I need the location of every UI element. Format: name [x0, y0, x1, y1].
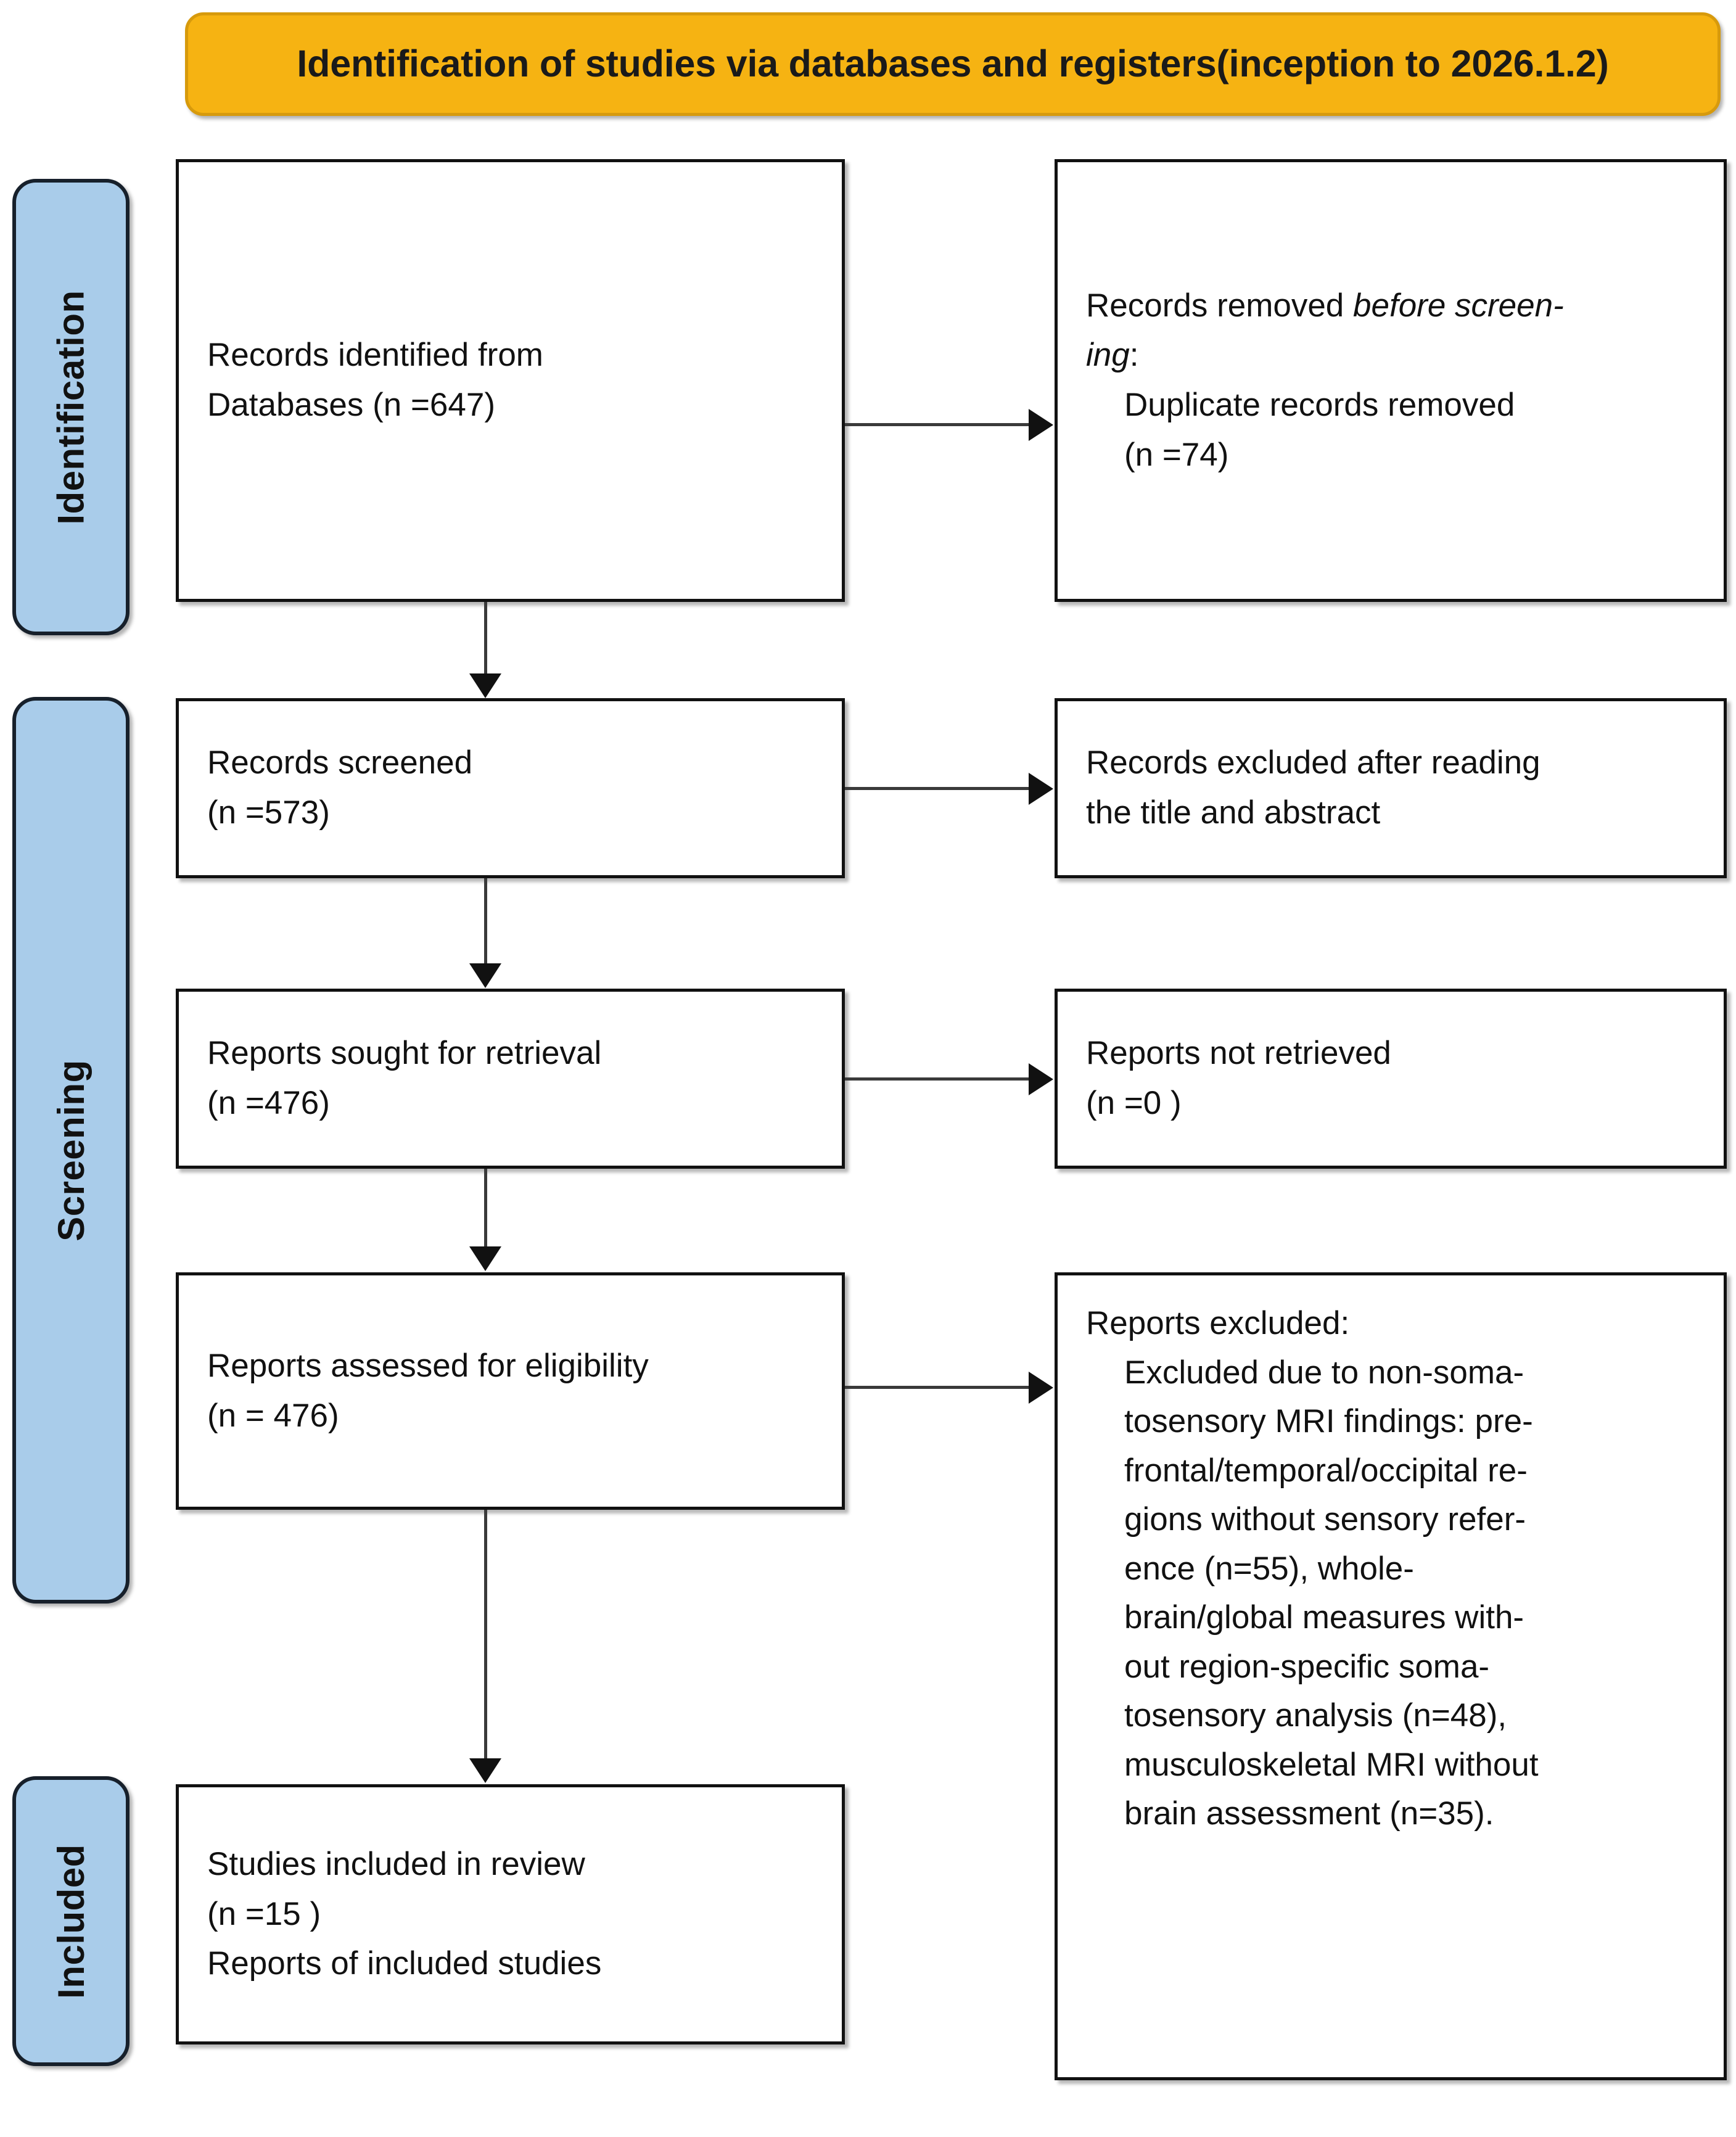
box-reports-excluded-line11: brain assessment (n=35). [1124, 1795, 1494, 1832]
diagram-header-banner: Identification of studies via databases … [185, 12, 1721, 116]
box-reports-sought-line1: Reports sought for retrieval [207, 1035, 602, 1072]
box-reports-assessed: Reports assessed for eligibility (n = 47… [176, 1272, 845, 1510]
box-studies-included-line3: Reports of included studies [207, 1945, 602, 1982]
box-records-removed-line1-prefix: Records removed [1086, 287, 1354, 324]
arrowhead-sought-to-not-retrieved [1029, 1063, 1053, 1095]
box-reports-not-retrieved-line2: (n =0 ) [1086, 1085, 1182, 1121]
box-reports-assessed-line1: Reports assessed for eligibility [207, 1347, 649, 1384]
box-reports-excluded-line5: gions without sensory refer- [1124, 1501, 1526, 1538]
box-studies-included-line2: (n =15 ) [207, 1895, 321, 1932]
box-reports-not-retrieved: Reports not retrieved (n =0 ) [1055, 989, 1727, 1169]
box-reports-assessed-line2: (n = 476) [207, 1397, 339, 1434]
box-records-removed-line2-suffix: : [1129, 337, 1139, 374]
box-records-identified: Records identified from Databases (n =64… [176, 159, 845, 602]
box-records-excluded-line2: the title and abstract [1086, 794, 1381, 831]
box-records-screened-line1: Records screened [207, 744, 473, 781]
connector-screened-to-excluded [845, 787, 1030, 790]
box-records-identified-line1: Records identified from [207, 337, 543, 374]
connector-sought-to-assessed [484, 1169, 487, 1248]
box-reports-not-retrieved-line1: Reports not retrieved [1086, 1035, 1391, 1072]
box-reports-excluded-line7: brain/global measures with- [1124, 1599, 1524, 1636]
arrowhead-assessed-to-included [469, 1758, 501, 1783]
arrowhead-sought-to-assessed [469, 1246, 501, 1271]
box-records-screened-line2: (n =573) [207, 794, 330, 831]
box-reports-excluded-line3: tosensory MRI findings: pre- [1124, 1403, 1533, 1439]
box-reports-excluded-line8: out region-specific soma- [1124, 1648, 1490, 1685]
stage-label-included-text: Included [50, 1843, 92, 1999]
arrowhead-identified-to-removed [1029, 409, 1053, 441]
box-reports-excluded-line10: musculoskeletal MRI without [1124, 1746, 1539, 1783]
box-reports-excluded-line6: ence (n=55), whole- [1124, 1550, 1414, 1587]
connector-identified-to-screened [484, 602, 487, 675]
connector-identified-to-removed [845, 423, 1030, 426]
connector-screened-to-sought [484, 878, 487, 965]
box-records-screened: Records screened (n =573) [176, 698, 845, 878]
box-records-excluded-line1: Records excluded after reading [1086, 744, 1541, 781]
arrowhead-identified-to-screened [469, 673, 501, 698]
box-records-removed-line4: (n =74) [1124, 436, 1229, 473]
stage-label-included: Included [12, 1776, 130, 2066]
connector-sought-to-not-retrieved [845, 1077, 1030, 1081]
stage-label-identification-text: Identification [50, 289, 92, 525]
box-reports-excluded-line4: frontal/temporal/occipital re- [1124, 1452, 1528, 1489]
arrowhead-assessed-to-reports-excluded [1029, 1372, 1053, 1404]
box-records-identified-line2: Databases (n =647) [207, 387, 495, 423]
box-reports-excluded-line9: tosensory analysis (n=48), [1124, 1697, 1507, 1734]
box-reports-excluded-line1: Reports excluded: [1086, 1305, 1350, 1341]
stage-label-screening: Screening [12, 697, 130, 1604]
box-reports-sought: Reports sought for retrieval (n =476) [176, 989, 845, 1169]
stage-label-screening-text: Screening [50, 1059, 92, 1241]
box-studies-included: Studies included in review (n =15 ) Repo… [176, 1784, 845, 2044]
box-records-excluded-title-abstract: Records excluded after reading the title… [1055, 698, 1727, 878]
box-records-removed-line1: Records removed before screen- [1086, 281, 1695, 331]
box-records-removed-line1-italic: before screen- [1353, 287, 1564, 324]
box-records-removed-line2-italic: ing [1086, 337, 1130, 374]
box-studies-included-line1: Studies included in review [207, 1846, 585, 1883]
box-reports-excluded-line2: Excluded due to non-soma- [1124, 1354, 1524, 1391]
box-reports-sought-line2: (n =476) [207, 1085, 330, 1121]
arrowhead-screened-to-excluded [1029, 773, 1053, 805]
box-records-removed-line2: ing: [1086, 331, 1695, 381]
box-records-removed-before-screening: Records removed before screen- ing: Dupl… [1055, 159, 1727, 602]
diagram-title: Identification of studies via databases … [297, 43, 1609, 85]
stage-label-identification: Identification [12, 179, 130, 635]
box-reports-excluded: Reports excluded: Excluded due to non-so… [1055, 1272, 1727, 2080]
connector-assessed-to-included [484, 1510, 487, 1760]
box-records-removed-line3: Duplicate records removed [1124, 387, 1515, 423]
connector-assessed-to-reports-excluded [845, 1386, 1030, 1389]
arrowhead-screened-to-sought [469, 963, 501, 988]
